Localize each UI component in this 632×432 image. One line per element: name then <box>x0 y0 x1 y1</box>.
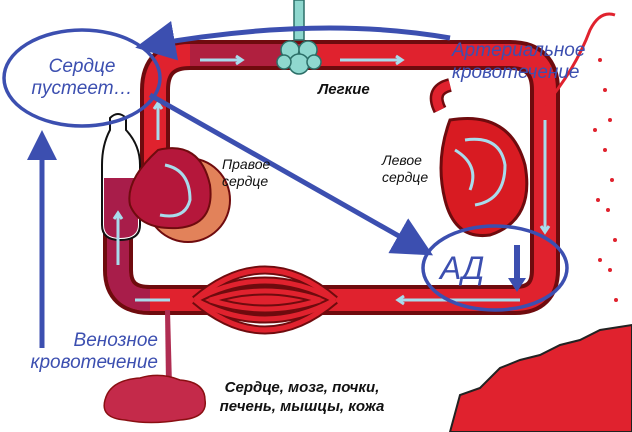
blood-pressure-label: АД <box>440 250 484 286</box>
heart-empties-label: Сердце пустеет… <box>22 56 142 100</box>
left-heart-label: Левое сердце <box>382 152 428 186</box>
organs-label: Сердце, мозг, почки, печень, мышцы, кожа <box>212 378 392 416</box>
lungs <box>277 0 321 74</box>
right-heart-label: Правое сердце <box>222 156 270 190</box>
venous-bleeding-label: Венозное кровотечение <box>30 330 158 374</box>
lungs-label: Легкие <box>318 80 370 99</box>
venous-blood-pool <box>104 375 205 422</box>
arterial-bleeding-label: Артериальное кровотечение <box>452 40 585 84</box>
arterial-blood-pool <box>450 325 632 432</box>
left-heart-body <box>441 118 527 235</box>
left-heart <box>437 85 527 236</box>
